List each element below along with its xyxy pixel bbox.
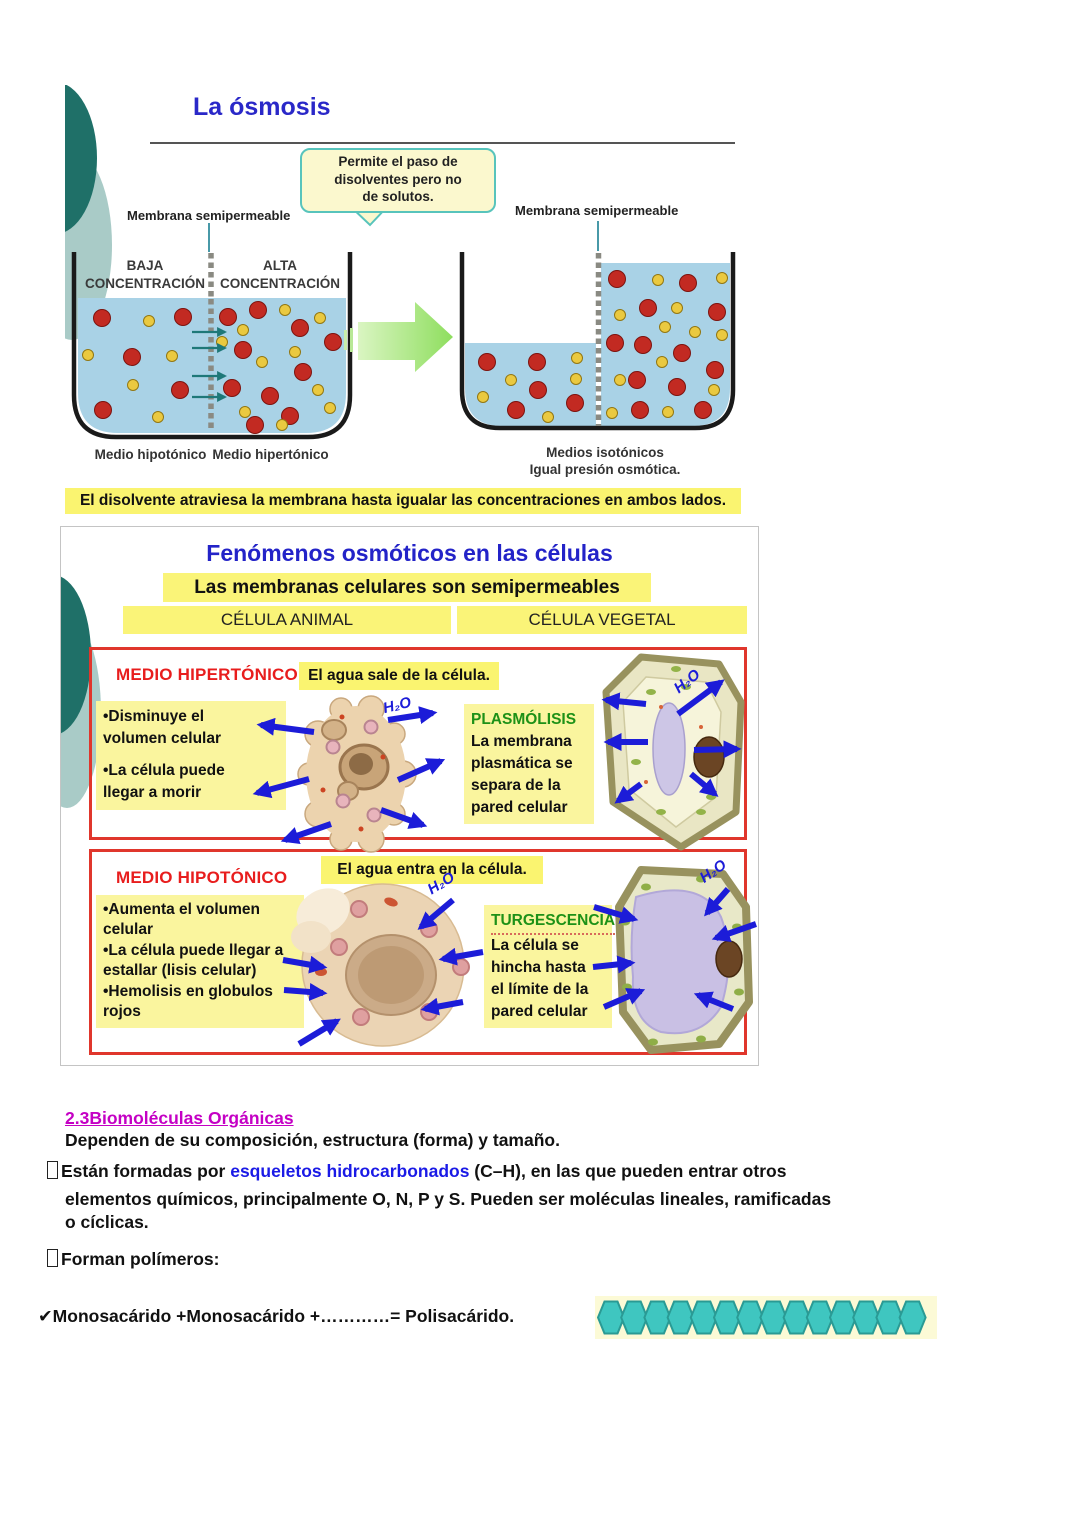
slide-subtitle: Las membranas celulares son semipermeabl… [163,573,651,602]
hypertonic-effects-box: •Disminuye el volumen celular •La célula… [96,701,286,810]
notes-paragraph-1: Están formadas por esqueletos hidrocarbo… [47,1161,786,1182]
membrane-label-right: Membrana semipermeable [515,203,679,218]
polysaccharide-text: Monosacárido +Monosacárido +…………= Polisa… [52,1306,515,1326]
notes-subheading: Dependen de su composición, estructura (… [65,1130,560,1150]
notes-paragraph-1-line3: o cíclicas. [65,1212,149,1232]
polysaccharide-chain-graphic [595,1296,937,1339]
caption-isotonic-1: Medios isotónicos [546,445,664,460]
hexagon-chain [596,1300,927,1335]
osmosis-diagram [65,85,736,440]
hypertonic-bullet-1: •Disminuye el volumen celular [103,708,222,748]
plasmolysis-text: La membrana plasmática se separa de la p… [471,733,573,816]
hypertonic-bullet-2: •La célula puede llegar a morir [103,761,225,802]
checkmark-icon: ✔ [38,1306,53,1326]
transition-arrow [344,302,453,372]
hypertonic-banner: El agua sale de la célula. [299,662,499,690]
turgescence-title: TURGESCENCIA [491,910,616,935]
hypotonic-bullet-2: •La célula puede llegar a estallar (lisi… [103,941,284,980]
caption-hypotonic: Medio hipotónico [94,447,207,462]
slide-title: La ósmosis [193,93,331,121]
hypertonic-heading: MEDIO HIPERTÓNICO [116,665,298,684]
slide-decoration [65,85,112,340]
notes-paragraph-1-line2: elementos químicos, principalmente O, N,… [65,1189,832,1209]
hypotonic-heading: MEDIO HIPOTÓNICO [116,868,288,887]
beaker-before-osmosis [71,223,353,440]
hypertonic-panel [89,647,747,840]
turgescence-text: La célula se hincha hasta el límite de l… [491,937,589,1020]
membrane-label-left: Membrana semipermeable [127,208,291,223]
title-underline [150,142,735,144]
para1-start: Están formadas por [61,1161,231,1181]
osmotic-phenomena-slide: Fenómenos osmóticos en las células Las m… [60,526,759,1066]
hypotonic-bullet-1: •Aumenta el volumen celular [103,901,261,939]
solute-particles-left-beaker [82,301,342,434]
slide-title: Fenómenos osmóticos en las células [206,540,613,566]
missing-glyph-box-icon [47,1161,58,1179]
caption-hypertonic: Medio hipertónico [212,447,329,462]
osmosis-flow-arrows [192,327,227,402]
low-concentration-label: BAJA CONCENTRACIÓN [85,258,205,292]
turgescence-box: TURGESCENCIA La célula se hincha hasta e… [484,905,616,1028]
polysaccharide-line: ✔Monosacárido +Monosacárido +…………= Polis… [38,1306,514,1327]
high-concentration-label: ALTA CONCENTRACIÓN [220,258,340,292]
plasmolysis-box: PLASMÓLISIS La membrana plasmática se se… [464,704,594,824]
hypotonic-effects-box: •Aumenta el volumen celular •La célula p… [96,895,304,1028]
hypotonic-banner: El agua entra en la célula. [321,856,543,884]
osmosis-slide: La ósmosis Permite el paso de disolvente… [65,85,762,515]
plasmolysis-title: PLASMÓLISIS [471,711,577,728]
notes-paragraph-2: Forman polímeros: [47,1249,220,1270]
caption-isotonic-2: Igual presión osmótica. [529,462,681,477]
beaker-after-osmosis [459,221,736,431]
osmosis-summary-banner: El disolvente atraviesa la membrana hast… [65,488,741,514]
solute-particles-right-beaker [477,270,728,423]
column-header-plant-cell: CÉLULA VEGETAL [457,606,747,634]
callout-bubble: Permite el paso de disolventes pero no d… [300,148,496,213]
notes-heading: 2.3Biomoléculas Orgánicas [65,1108,294,1128]
para2-text: Forman polímeros: [61,1249,220,1269]
missing-glyph-box-icon [47,1249,58,1267]
hypotonic-bullet-3: •Hemolisis en globulos rojos [103,982,273,1021]
column-header-animal-cell: CÉLULA ANIMAL [123,606,451,634]
para1-end: (C–H), en las que pueden entrar otros [469,1161,787,1181]
para1-highlighted-term: esqueletos hidrocarbonados [230,1161,470,1181]
